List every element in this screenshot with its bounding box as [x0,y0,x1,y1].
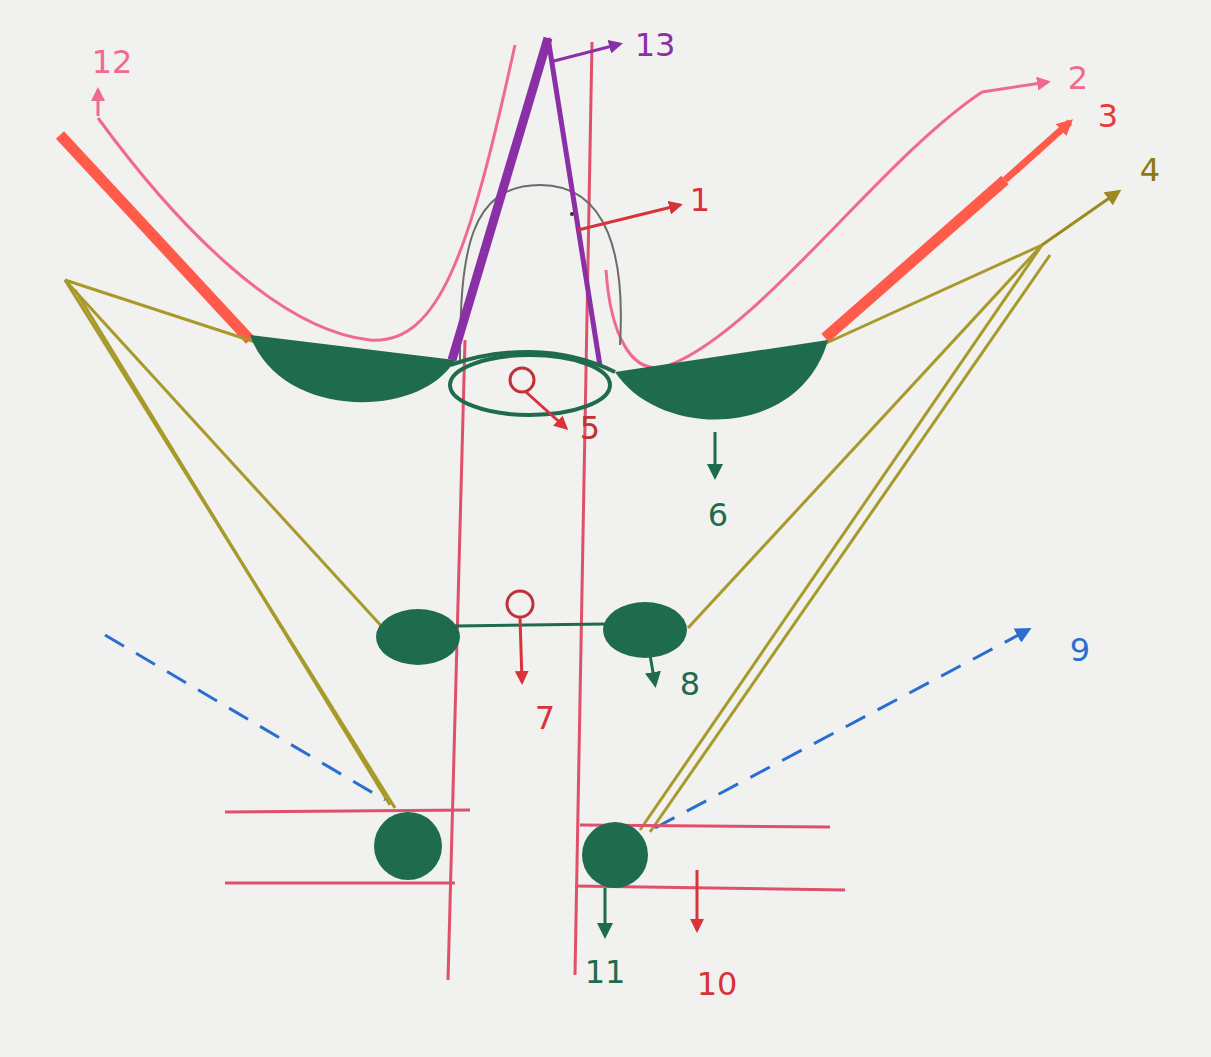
callout-number: 7 [533,701,557,735]
callout-number: 9 [1068,633,1092,667]
callout-number: 4 [1138,153,1162,187]
callout-number: 2 [1066,61,1090,95]
callout-number: 5 [578,411,602,445]
callout-number: 3 [1096,99,1120,133]
callout-number: 10 [695,967,740,1001]
callout-number: 8 [678,667,702,701]
callout-number: 12 [90,45,135,79]
callout-number: 13 [633,28,678,62]
callout-number: 1 [688,183,712,217]
callout-number: 11 [583,955,628,989]
callout-number: 6 [706,498,730,532]
